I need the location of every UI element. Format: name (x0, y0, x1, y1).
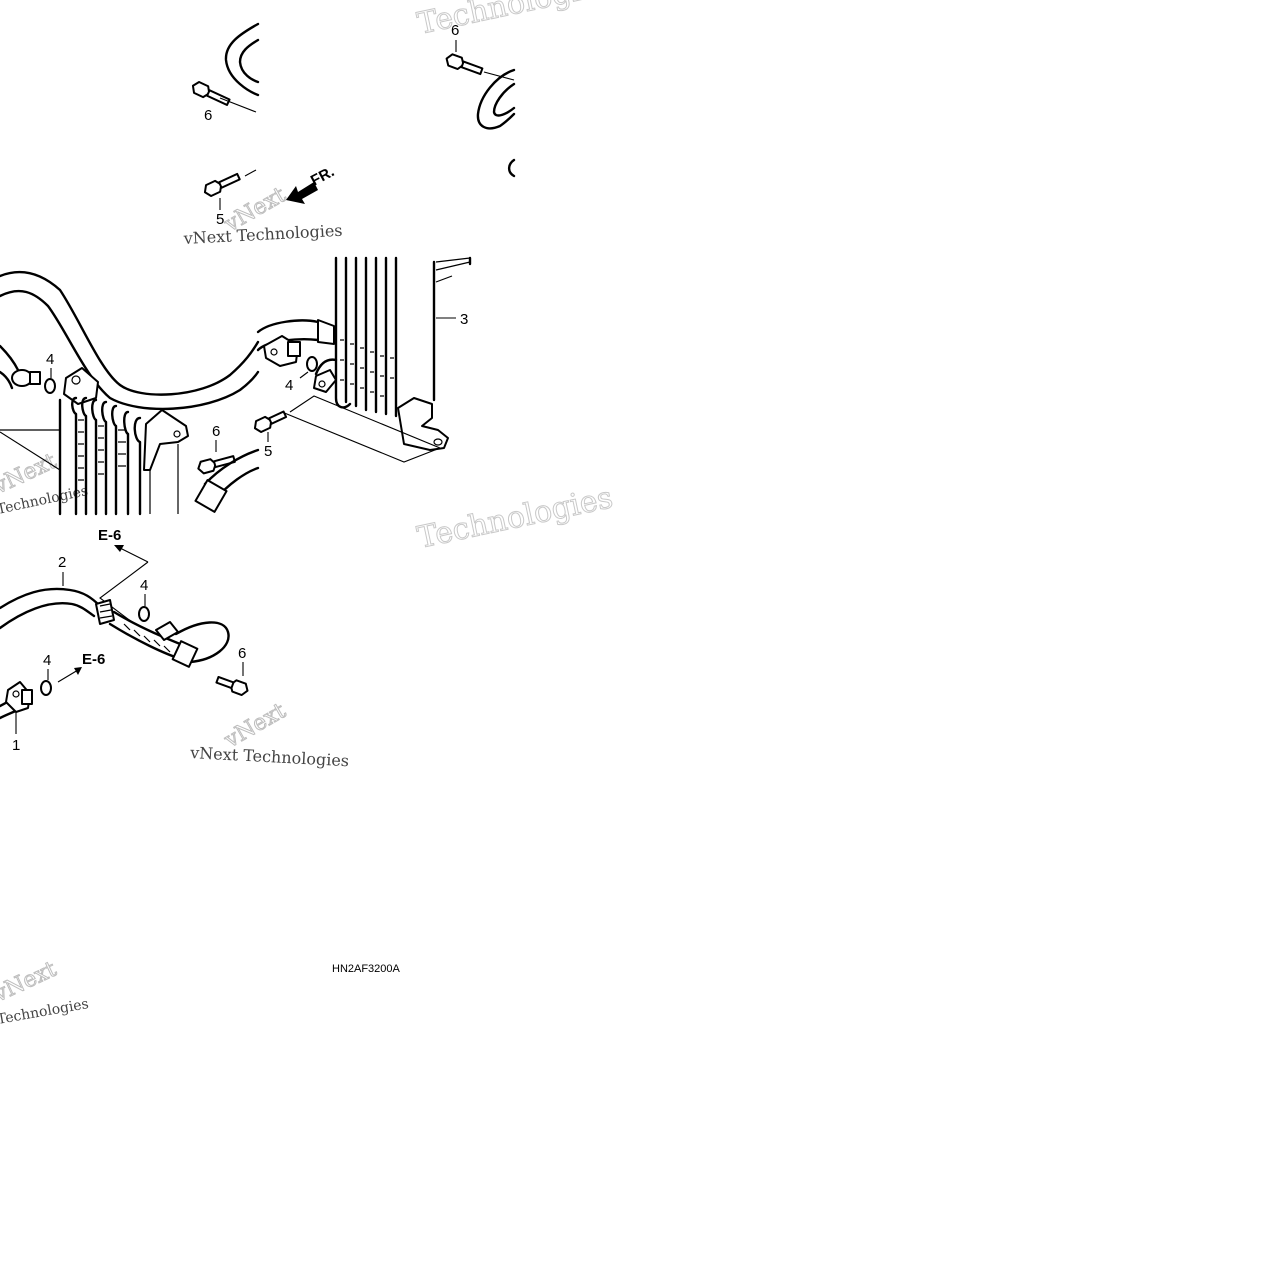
pipe-lower (0, 289, 260, 411)
hose-mid-left-a (203, 448, 260, 486)
panel-middle-left: 4 6 (0, 270, 260, 516)
bolt-6-mid-left (197, 455, 236, 475)
callout-3: 3 (460, 311, 468, 328)
callout-6-top-left: 6 (204, 107, 212, 124)
hose-clamp-lower (171, 640, 199, 668)
watermark-vnext-d: vNext (0, 957, 60, 1008)
pipe-stub-left (0, 344, 20, 372)
pipe-2-upper (0, 587, 102, 610)
hose-loop-top-left (224, 22, 260, 97)
hose-loop-top-right-inner (492, 82, 516, 117)
arrow-e6-top-icon (114, 545, 124, 552)
arrow-e6-bottom-icon (74, 667, 82, 675)
lead-e6-bottom (57, 669, 79, 683)
watermark-line-a: vNext Technologies (182, 221, 343, 248)
pipe-mid-right-a (256, 319, 320, 334)
ref-e6-top: E-6 (98, 527, 121, 544)
bolt-6-lower (215, 675, 249, 697)
washer-4-mid-right (306, 356, 318, 372)
panel-lower-left: E-6 2 4 6 E-6 4 (0, 527, 249, 754)
pipe-upper (0, 270, 260, 396)
ref-e6-bottom: E-6 (82, 651, 105, 668)
callout-2: 2 (58, 554, 66, 571)
lead-6-top-left (219, 97, 257, 113)
front-arrow-icon (286, 182, 318, 204)
pipe-2-lower (0, 602, 96, 630)
callout-4-mid-left: 4 (46, 351, 54, 368)
lead-4-mid-right (299, 371, 309, 379)
fitting-pipe-2 (95, 599, 115, 625)
washer-4-lower-upper (138, 606, 150, 622)
bolt-5-top-left (203, 172, 241, 197)
callout-5-mid-right: 5 (264, 443, 272, 460)
panel-top-right: 6 FR. (286, 22, 516, 204)
bolt-6-top-right (445, 53, 484, 76)
bracket-mid-left (63, 367, 99, 405)
oil-cooler-right (313, 256, 471, 451)
fitting-pipe-1 (21, 689, 33, 705)
callout-6-lower: 6 (238, 645, 246, 662)
washer-4-lower-left (40, 680, 52, 696)
hose-2-a (112, 610, 192, 650)
panel-top-left: 6 5 (191, 22, 260, 228)
callout-4-lower-upper: 4 (140, 577, 148, 594)
lead-bracket-right (281, 395, 442, 463)
watermark-line-c: vNext Technologies (189, 743, 350, 770)
lead-e6-top-b (99, 561, 149, 623)
hose-loop-top-right (476, 68, 516, 130)
callout-4-lower-left: 4 (43, 652, 51, 669)
pipe-loop-end (174, 621, 230, 664)
hose-end-mid-right (317, 319, 335, 345)
banjo-nut (155, 621, 179, 641)
hose-clamp-mid-left (194, 479, 228, 513)
bolt-5-mid-right (253, 410, 288, 433)
diagram-code: HN2AF3200A (332, 963, 401, 975)
lead-5-top-left-a (244, 169, 257, 177)
fitting-mid-right (287, 341, 301, 357)
hose-loop-top-left-inner (238, 38, 260, 84)
callout-6-top-right: 6 (451, 22, 459, 39)
fitting-left-nut (29, 371, 41, 385)
pipe-stub-left-b (0, 370, 14, 390)
callout-4-mid-right: 4 (285, 377, 293, 394)
watermark-technologies-mid: Technologies (414, 480, 615, 556)
oil-cooler-left (0, 396, 189, 516)
lead-6-top-right-b (483, 71, 515, 81)
washer-4-mid-left (44, 378, 56, 394)
callout-1: 1 (12, 737, 20, 754)
bolt-6-top-left (191, 81, 231, 106)
clip-top-right (507, 158, 516, 178)
watermark-technologies-top: Technologies (414, 0, 615, 42)
lead-bracket-left (0, 431, 61, 471)
callout-6-mid-left: 6 (212, 423, 220, 440)
callout-5-top-left: 5 (216, 211, 224, 228)
watermarks: Technologies Technologies vNext vNext Te… (0, 0, 616, 1028)
panel-middle-right: 3 4 5 (253, 256, 472, 463)
